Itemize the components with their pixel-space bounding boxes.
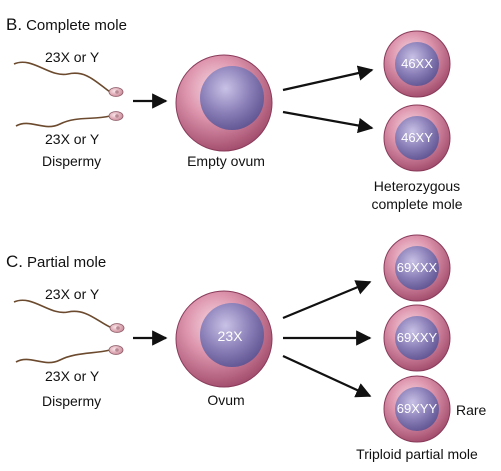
arrow [282, 280, 372, 320]
section-b-heading: B.Complete mole [6, 15, 127, 34]
rare-note: Rare [456, 402, 487, 418]
section-b-letter: B. [6, 15, 22, 34]
section-b-dispermy-label: Dispermy [42, 153, 101, 169]
section-b-caption-line1: Heterozygous [374, 178, 460, 194]
section-c-caption: Triploid partial mole [356, 446, 478, 462]
section-c-heading: C.Partial mole [6, 252, 106, 271]
zygote-46xy: 46XY [383, 104, 451, 172]
ovum-core-label: 23X [218, 328, 244, 344]
zygote-69xyy: 69XYY [383, 375, 451, 443]
section-c-dispermy-label: Dispermy [42, 393, 101, 409]
zygote-label: 69XXX [397, 260, 438, 275]
sperm-icon [13, 299, 125, 333]
section-b-sperm-top-label: 23X or Y [45, 49, 100, 65]
section-b-sperm-bottom-label: 23X or Y [45, 131, 100, 147]
arrow [282, 65, 374, 92]
section-c-ovum-label: Ovum [207, 392, 244, 408]
sperm-icon [13, 61, 124, 97]
zygote-label: 69XYY [397, 401, 438, 416]
section-b-caption-line2: complete mole [371, 196, 462, 212]
section-b-title: Complete mole [26, 17, 127, 34]
zygote-46xx: 46XX [383, 30, 451, 98]
zygote-label: 69XXY [397, 330, 438, 345]
zygote-69xxx: 69XXX [383, 234, 451, 302]
section-c-title: Partial mole [27, 254, 106, 271]
section-c-sperm-bottom-label: 23X or Y [45, 368, 100, 384]
zygote-label: 46XY [401, 130, 433, 145]
section-b-ovum-label: Empty ovum [187, 153, 265, 169]
empty-ovum [175, 54, 273, 152]
arrow [282, 355, 372, 398]
section-c: C.Partial mole 23X or Y 23X or Y Disperm… [6, 234, 487, 462]
section-b: B.Complete mole 23X or Y 23X or Y Disper… [6, 15, 463, 212]
sperm-icon [15, 111, 124, 128]
zygote-label: 46XX [401, 56, 433, 71]
ovum: 23X [175, 290, 273, 388]
section-c-sperm-top-label: 23X or Y [45, 286, 100, 302]
zygote-69xxy: 69XXY [383, 304, 451, 372]
sperm-icon [15, 345, 124, 364]
section-c-letter: C. [6, 252, 23, 271]
arrow [282, 110, 374, 134]
